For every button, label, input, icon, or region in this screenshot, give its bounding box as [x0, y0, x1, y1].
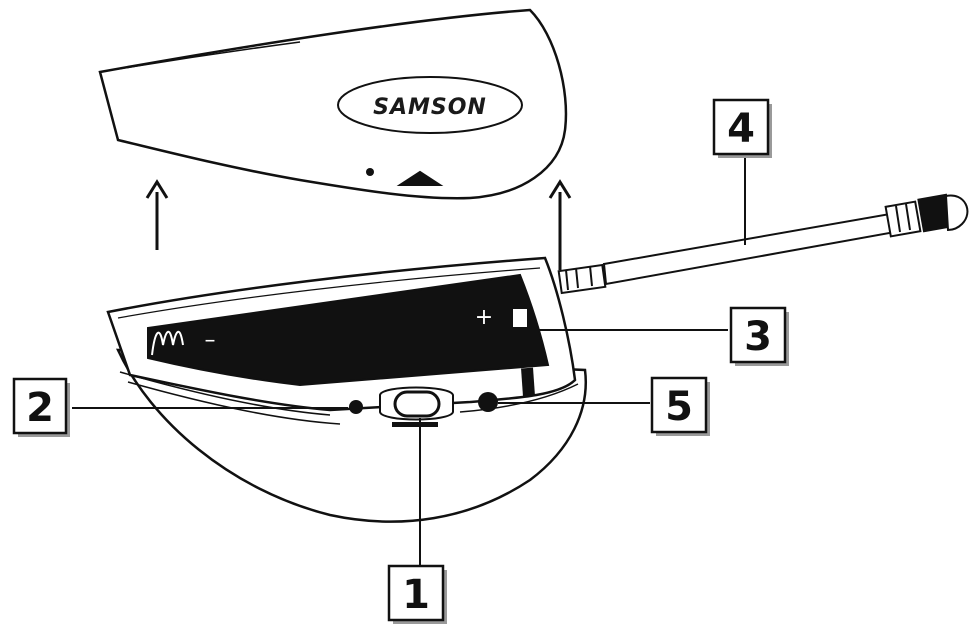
- transmitter-body: – +: [106, 256, 587, 523]
- minus-sign: –: [205, 328, 216, 353]
- leader-lines: [72, 148, 746, 568]
- mic-jack[interactable]: [478, 392, 498, 412]
- callout-2: 2: [12, 377, 70, 437]
- callout-3-label: 3: [744, 314, 772, 360]
- antenna: [557, 193, 969, 295]
- brand-label: SAMSON: [373, 95, 487, 120]
- remove-arrow-right: [548, 179, 572, 270]
- battery-compartment: [147, 273, 550, 387]
- plus-sign: +: [475, 305, 493, 330]
- callout-4: 4: [712, 98, 772, 158]
- cover-latch-icon: [396, 170, 444, 186]
- callout-1: 1: [387, 564, 447, 624]
- callout-4-label: 4: [727, 106, 755, 152]
- power-switch[interactable]: [393, 390, 441, 418]
- callout-1-label: 1: [402, 572, 430, 618]
- cover-led-hole: [366, 168, 374, 176]
- callout-3: 3: [729, 306, 789, 366]
- battery-cover: SAMSON: [98, 8, 568, 200]
- battery-spring: [151, 330, 184, 356]
- switch-guard: [392, 422, 438, 427]
- callout-5-label: 5: [665, 384, 693, 430]
- callout-5: 5: [650, 376, 710, 436]
- samson-logo: SAMSON: [337, 76, 523, 134]
- battery-contact: [513, 309, 527, 327]
- remove-arrow-left: [145, 179, 169, 250]
- led-indicator: [349, 400, 363, 414]
- body-stripe: [521, 367, 535, 397]
- callout-2-label: 2: [26, 385, 54, 431]
